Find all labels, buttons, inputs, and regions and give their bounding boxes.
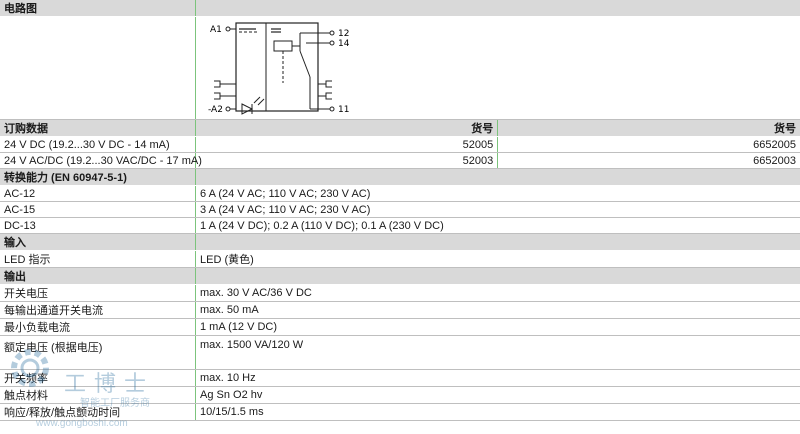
spec-value: 6 A (24 V AC; 110 V AC; 230 V AC)	[195, 185, 800, 202]
section-input: 输入	[0, 233, 800, 251]
spec-label: 开关频率	[0, 369, 196, 387]
section-output: 输出	[0, 267, 800, 285]
spec-label: 每输出通道开关电流	[0, 301, 196, 319]
section-output-title: 输出	[0, 267, 196, 285]
spec-value: 1 A (24 V DC); 0.2 A (110 V DC); 0.1 A (…	[195, 217, 800, 234]
circuit-diagram-row: A1 -A2	[0, 16, 800, 120]
order-row: 24 V DC (19.2...30 V DC - 14 mA) 52005 6…	[0, 136, 800, 153]
spec-row: 开关电压 max. 30 V AC/36 V DC	[0, 284, 800, 302]
spec-label: AC-15	[0, 201, 196, 218]
terminal-11-label: 11	[338, 105, 349, 115]
order-number: 52003	[195, 152, 499, 169]
terminal-a1-label: A1	[210, 25, 222, 35]
spec-row: 每输出通道开关电流 max. 50 mA	[0, 301, 800, 319]
spec-table: 电路图 A1 -A2	[0, 0, 800, 421]
spec-label: 触点材料	[0, 386, 196, 404]
spec-label: 响应/释放/触点颤动时间	[0, 403, 196, 421]
section-input-title: 输入	[0, 233, 196, 251]
spec-value: 1 mA (12 V DC)	[195, 318, 800, 336]
spec-value: LED (黄色)	[195, 250, 800, 268]
spec-label: DC-13	[0, 217, 196, 234]
terminal-14-label: 14	[338, 39, 350, 49]
spec-row: DC-13 1 A (24 V DC); 0.2 A (110 V DC); 0…	[0, 217, 800, 234]
order-desc: 24 V DC (19.2...30 V DC - 14 mA)	[0, 136, 196, 153]
order-row: 24 V AC/DC (19.2...30 VAC/DC - 17 mA) 52…	[0, 152, 800, 169]
spec-label: 开关电压	[0, 284, 196, 302]
section-order-title: 订购数据	[0, 119, 196, 137]
section-circuit: 电路图	[0, 0, 800, 17]
spec-label: LED 指示	[0, 250, 196, 268]
section-switching: 转换能力 (EN 60947-5-1)	[0, 168, 800, 186]
order-number-alt: 6652005	[497, 136, 800, 153]
order-number-alt: 6652003	[497, 152, 800, 169]
terminal-12-label: 12	[338, 29, 349, 39]
order-number: 52005	[195, 136, 499, 153]
spec-row: 响应/释放/触点颤动时间 10/15/1.5 ms	[0, 403, 800, 421]
relay-schematic: A1 -A2	[208, 22, 350, 115]
spec-label: 最小负载电流	[0, 318, 196, 336]
spec-value: max. 10 Hz	[195, 369, 800, 387]
section-circuit-title: 电路图	[0, 0, 196, 17]
spec-value: max. 1500 VA/120 W	[195, 335, 800, 370]
spec-row: AC-12 6 A (24 V AC; 110 V AC; 230 V AC)	[0, 185, 800, 202]
spec-row: AC-15 3 A (24 V AC; 110 V AC; 230 V AC)	[0, 201, 800, 218]
spec-value: 10/15/1.5 ms	[195, 403, 800, 421]
spec-row: LED 指示 LED (黄色)	[0, 250, 800, 268]
terminal-a2-label: -A2	[208, 105, 223, 115]
section-switching-title: 转换能力 (EN 60947-5-1)	[0, 168, 196, 186]
order-col3-header: 货号	[497, 119, 800, 137]
spec-row: 开关频率 max. 10 Hz	[0, 369, 800, 387]
spec-row: 额定电压 (根据电压) max. 1500 VA/120 W	[0, 335, 800, 370]
spec-value: Ag Sn O2 hv	[195, 386, 800, 404]
spec-label: AC-12	[0, 185, 196, 202]
spec-value: max. 50 mA	[195, 301, 800, 319]
spec-value: 3 A (24 V AC; 110 V AC; 230 V AC)	[195, 201, 800, 218]
order-col2-header: 货号	[195, 119, 499, 137]
spec-row: 触点材料 Ag Sn O2 hv	[0, 386, 800, 404]
spec-row: 最小负载电流 1 mA (12 V DC)	[0, 318, 800, 336]
order-desc: 24 V AC/DC (19.2...30 VAC/DC - 17 mA)	[0, 152, 202, 169]
circuit-diagram: A1 -A2	[196, 17, 800, 119]
spec-value: max. 30 V AC/36 V DC	[195, 284, 800, 302]
spec-label: 额定电压 (根据电压)	[0, 335, 196, 370]
section-order: 订购数据 货号 货号	[0, 119, 800, 137]
